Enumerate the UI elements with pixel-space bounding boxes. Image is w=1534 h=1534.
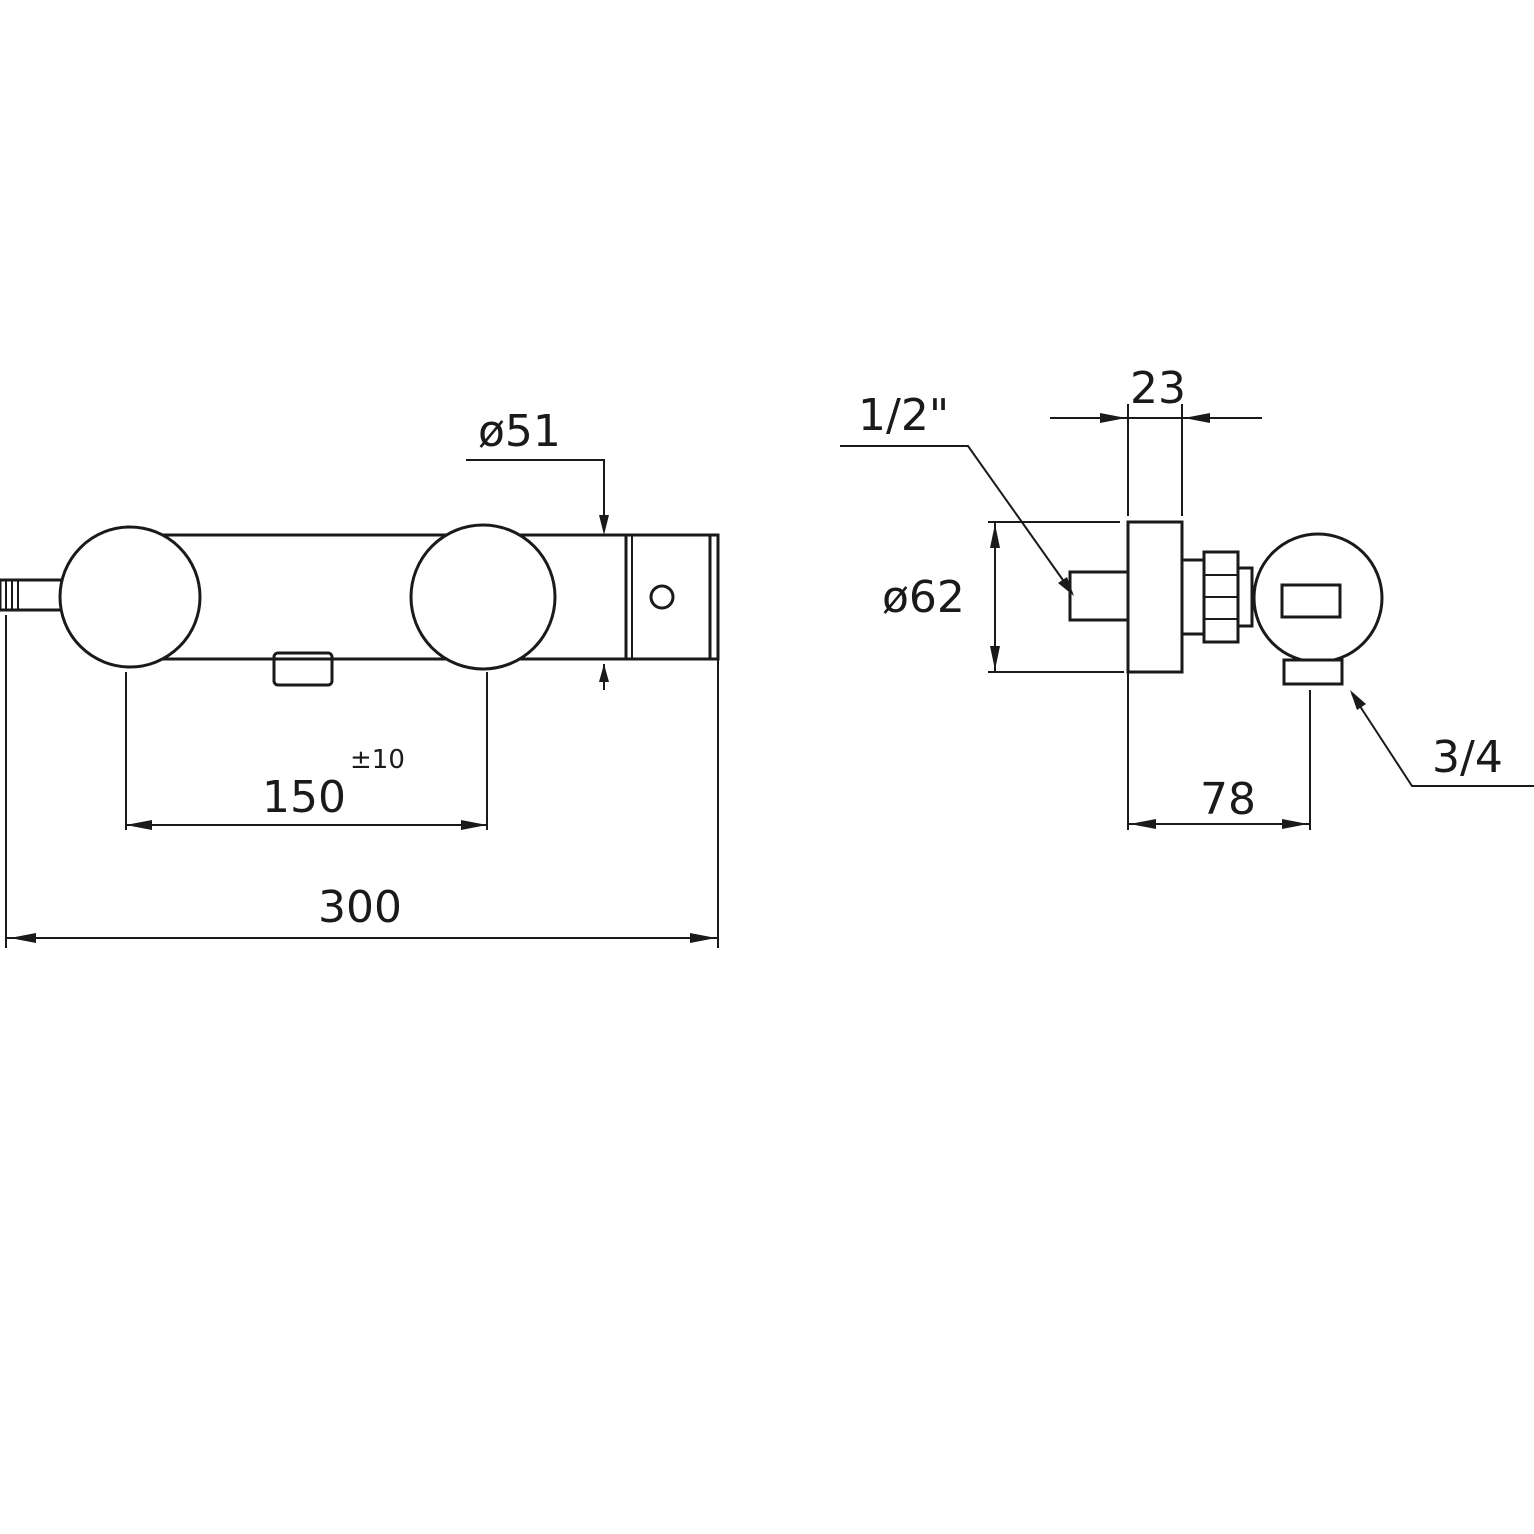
thread-three-quarter-leader: 3/4 — [1350, 690, 1534, 787]
dim-diameter-62: ø62 — [882, 521, 1124, 673]
dim-diameter-62-label: ø62 — [882, 572, 965, 623]
left-knob — [58, 525, 202, 669]
dim-78: 78 — [1127, 672, 1311, 830]
dim-23-label: 23 — [1130, 363, 1186, 414]
side-outlet — [1282, 658, 1344, 686]
thread-three-quarter-label: 3/4 — [1432, 732, 1503, 783]
diameter-51-label: ø51 — [478, 406, 561, 457]
end-cap — [624, 533, 720, 661]
front-view: ø51 150 ±10 300 — [0, 406, 720, 948]
diameter-51-dimension: ø51 — [466, 406, 609, 690]
side-body-circle — [1252, 532, 1384, 664]
thread-half-inch-label: 1/2" — [858, 390, 949, 441]
right-knob — [409, 523, 557, 671]
side-view: 23 1/2" ø62 78 — [840, 363, 1534, 830]
thread-half-inch-leader: 1/2" — [840, 390, 1074, 596]
escutcheon-plate — [1126, 520, 1184, 674]
bottom-outlet — [272, 651, 334, 687]
inlet-pipe — [1068, 570, 1130, 622]
hex-nut — [1180, 550, 1254, 644]
spacing-150-dimension: 150 ±10 — [125, 672, 488, 830]
overall-300-label: 300 — [318, 882, 402, 933]
dim-78-label: 78 — [1200, 774, 1256, 825]
overall-300-dimension: 300 — [5, 615, 719, 948]
spacing-150-label: 150 — [262, 772, 346, 823]
side-body-port — [1280, 583, 1342, 619]
spacing-tolerance-label: ±10 — [350, 745, 405, 775]
dim-23: 23 — [1050, 363, 1262, 516]
